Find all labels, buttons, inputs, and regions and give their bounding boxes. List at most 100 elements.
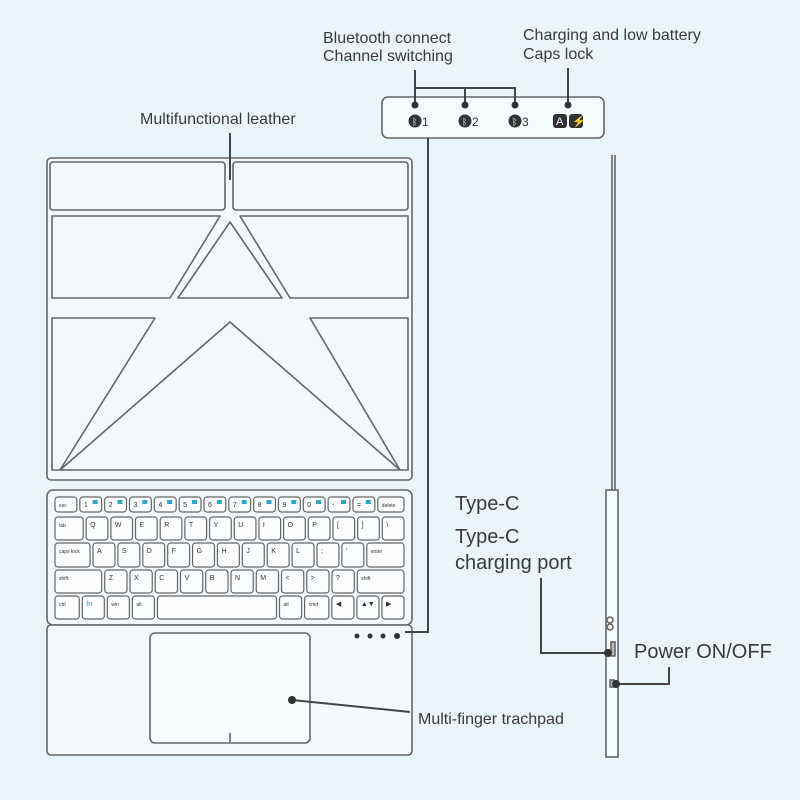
key-label: ] — [362, 522, 364, 529]
key-label: ; — [321, 548, 323, 555]
leather-panel — [177, 221, 283, 299]
key[interactable]: shift — [356, 569, 405, 594]
key[interactable]: 5 — [178, 496, 202, 513]
key[interactable]: Q — [85, 516, 109, 541]
key[interactable]: B — [205, 569, 229, 594]
key[interactable]: enter — [366, 542, 405, 568]
key[interactable]: M — [255, 569, 280, 594]
key-label: 9 — [282, 502, 286, 509]
key[interactable]: T — [184, 516, 208, 541]
key[interactable]: X — [129, 569, 153, 594]
key-label: C — [159, 575, 164, 582]
key-label: shift — [59, 576, 69, 582]
key[interactable]: F — [167, 542, 191, 568]
key[interactable]: P — [307, 516, 331, 541]
function-icon — [340, 500, 346, 504]
typec-charging-callout: Type-C — [455, 526, 520, 548]
key[interactable]: esc — [54, 496, 78, 513]
key-label: delete — [382, 503, 396, 509]
key[interactable]: 0 — [302, 496, 326, 513]
key[interactable]: E — [134, 516, 158, 541]
key-label: ' — [346, 548, 347, 555]
key[interactable]: S — [117, 542, 141, 568]
function-icon — [167, 500, 173, 504]
key[interactable]: shift — [54, 569, 103, 594]
key[interactable]: cmd — [303, 595, 330, 620]
function-icon — [291, 500, 297, 504]
key[interactable]: delete — [377, 496, 405, 513]
key[interactable]: G — [191, 542, 216, 568]
key[interactable]: 1 — [79, 496, 103, 513]
key[interactable]: caps lock — [54, 542, 91, 568]
leather-panel — [309, 317, 409, 471]
key[interactable]: C — [154, 569, 179, 594]
svg-text:ᛒ: ᛒ — [512, 117, 517, 127]
key-label: N — [235, 575, 240, 582]
key[interactable]: 8 — [253, 496, 277, 513]
key[interactable]: < — [280, 569, 305, 594]
key[interactable]: - — [327, 496, 351, 513]
key-label: 4 — [158, 502, 162, 509]
key-label: H — [221, 548, 226, 555]
key[interactable]: = — [352, 496, 376, 513]
key-label: 6 — [208, 502, 212, 509]
typec-callout: Type-C — [455, 493, 520, 515]
key[interactable]: Z — [104, 569, 128, 594]
bluetooth-callout-line2: Channel switching — [323, 48, 453, 65]
svg-text:1: 1 — [422, 115, 429, 129]
key[interactable]: N — [230, 569, 254, 594]
key[interactable]: L — [291, 542, 315, 568]
function-icon — [117, 500, 123, 504]
key[interactable]: alt — [131, 595, 156, 620]
key[interactable]: 3 — [128, 496, 152, 513]
key[interactable]: fn — [81, 595, 105, 620]
key[interactable]: H — [216, 542, 240, 568]
function-icon — [216, 500, 222, 504]
key-label: \ — [386, 522, 388, 529]
key-label: alt — [136, 602, 142, 608]
key[interactable]: D — [142, 542, 166, 568]
key[interactable]: ◀ — [331, 595, 355, 620]
key-label: B — [210, 575, 215, 582]
key[interactable]: tab — [54, 516, 84, 541]
key[interactable]: V — [179, 569, 204, 594]
key[interactable]: R — [159, 516, 183, 541]
function-icon — [266, 500, 272, 504]
key[interactable]: 2 — [104, 496, 128, 513]
key[interactable]: Y — [208, 516, 232, 541]
svg-text:⚡: ⚡ — [572, 115, 586, 128]
key[interactable]: U — [233, 516, 257, 541]
key[interactable]: ▲▼ — [356, 595, 380, 620]
key[interactable]: ] — [357, 516, 380, 541]
key[interactable]: ▶ — [381, 595, 405, 620]
key[interactable]: W — [110, 516, 134, 541]
key[interactable]: ctrl — [54, 595, 80, 620]
key[interactable]: I — [258, 516, 282, 541]
key[interactable]: ? — [331, 569, 355, 594]
key-label: O — [288, 522, 294, 529]
key[interactable]: [ — [332, 516, 356, 541]
key[interactable]: win — [106, 595, 130, 620]
key-label: E — [140, 522, 145, 529]
key-label: 0 — [307, 502, 311, 509]
key[interactable]: O — [283, 516, 306, 541]
key[interactable]: 7 — [228, 496, 252, 513]
key[interactable]: A — [92, 542, 116, 568]
key[interactable]: ' — [341, 542, 365, 568]
key[interactable]: \ — [381, 516, 405, 541]
key-label: ▲▼ — [361, 601, 375, 608]
key[interactable]: 6 — [203, 496, 227, 513]
key[interactable]: alt — [278, 595, 303, 620]
key-label: G — [197, 548, 202, 555]
key[interactable]: > — [306, 569, 330, 594]
key[interactable]: ; — [316, 542, 340, 568]
svg-text:ᛒ: ᛒ — [462, 117, 467, 127]
key-label: cmd — [309, 602, 319, 608]
key[interactable]: 4 — [153, 496, 177, 513]
key[interactable]: 9 — [277, 496, 301, 513]
key[interactable] — [156, 595, 278, 620]
key[interactable]: J — [241, 542, 265, 568]
key[interactable]: K — [266, 542, 290, 568]
